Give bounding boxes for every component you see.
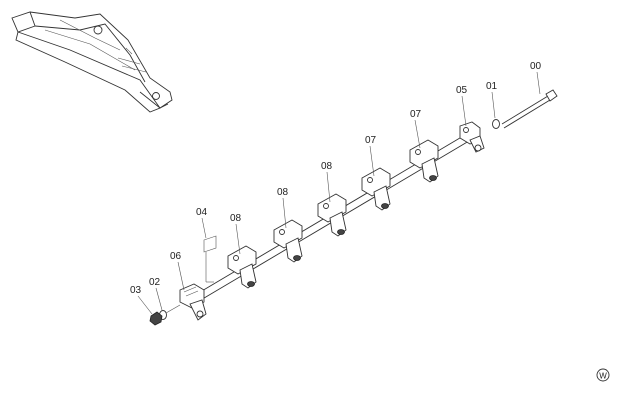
- nut-axis: [165, 304, 181, 314]
- callout-08: 08: [230, 213, 242, 224]
- block: [317, 193, 347, 237]
- callout-00: 00: [530, 61, 542, 72]
- corner-mark-letter: W: [599, 372, 607, 381]
- mounting-blocks: [227, 139, 439, 289]
- boom-thumbnail: [11, 11, 173, 113]
- callout-05: 05: [456, 85, 468, 96]
- end-bracket-left: [179, 283, 207, 321]
- washer-right: [492, 119, 500, 129]
- block: [409, 139, 439, 183]
- block: [361, 167, 391, 211]
- callout-02: 02: [149, 277, 161, 288]
- callout-08: 08: [277, 187, 289, 198]
- callout-07: 07: [410, 109, 422, 120]
- cover-plate: [203, 235, 217, 283]
- block: [227, 245, 257, 289]
- callouts: 00 01 05 07 07 08 08 08 04 06 02 03: [130, 61, 542, 296]
- block: [273, 219, 303, 263]
- callout-07: 07: [365, 135, 377, 146]
- leader-lines: [137, 71, 541, 315]
- nut: [149, 311, 163, 326]
- bolt: [501, 89, 558, 129]
- callout-01: 01: [486, 81, 498, 92]
- end-bracket-right: [459, 121, 485, 153]
- callout-06: 06: [170, 251, 182, 262]
- callout-04: 04: [196, 207, 208, 218]
- callout-08: 08: [321, 161, 333, 172]
- callout-03: 03: [130, 285, 142, 296]
- corner-mark: W: [596, 368, 610, 382]
